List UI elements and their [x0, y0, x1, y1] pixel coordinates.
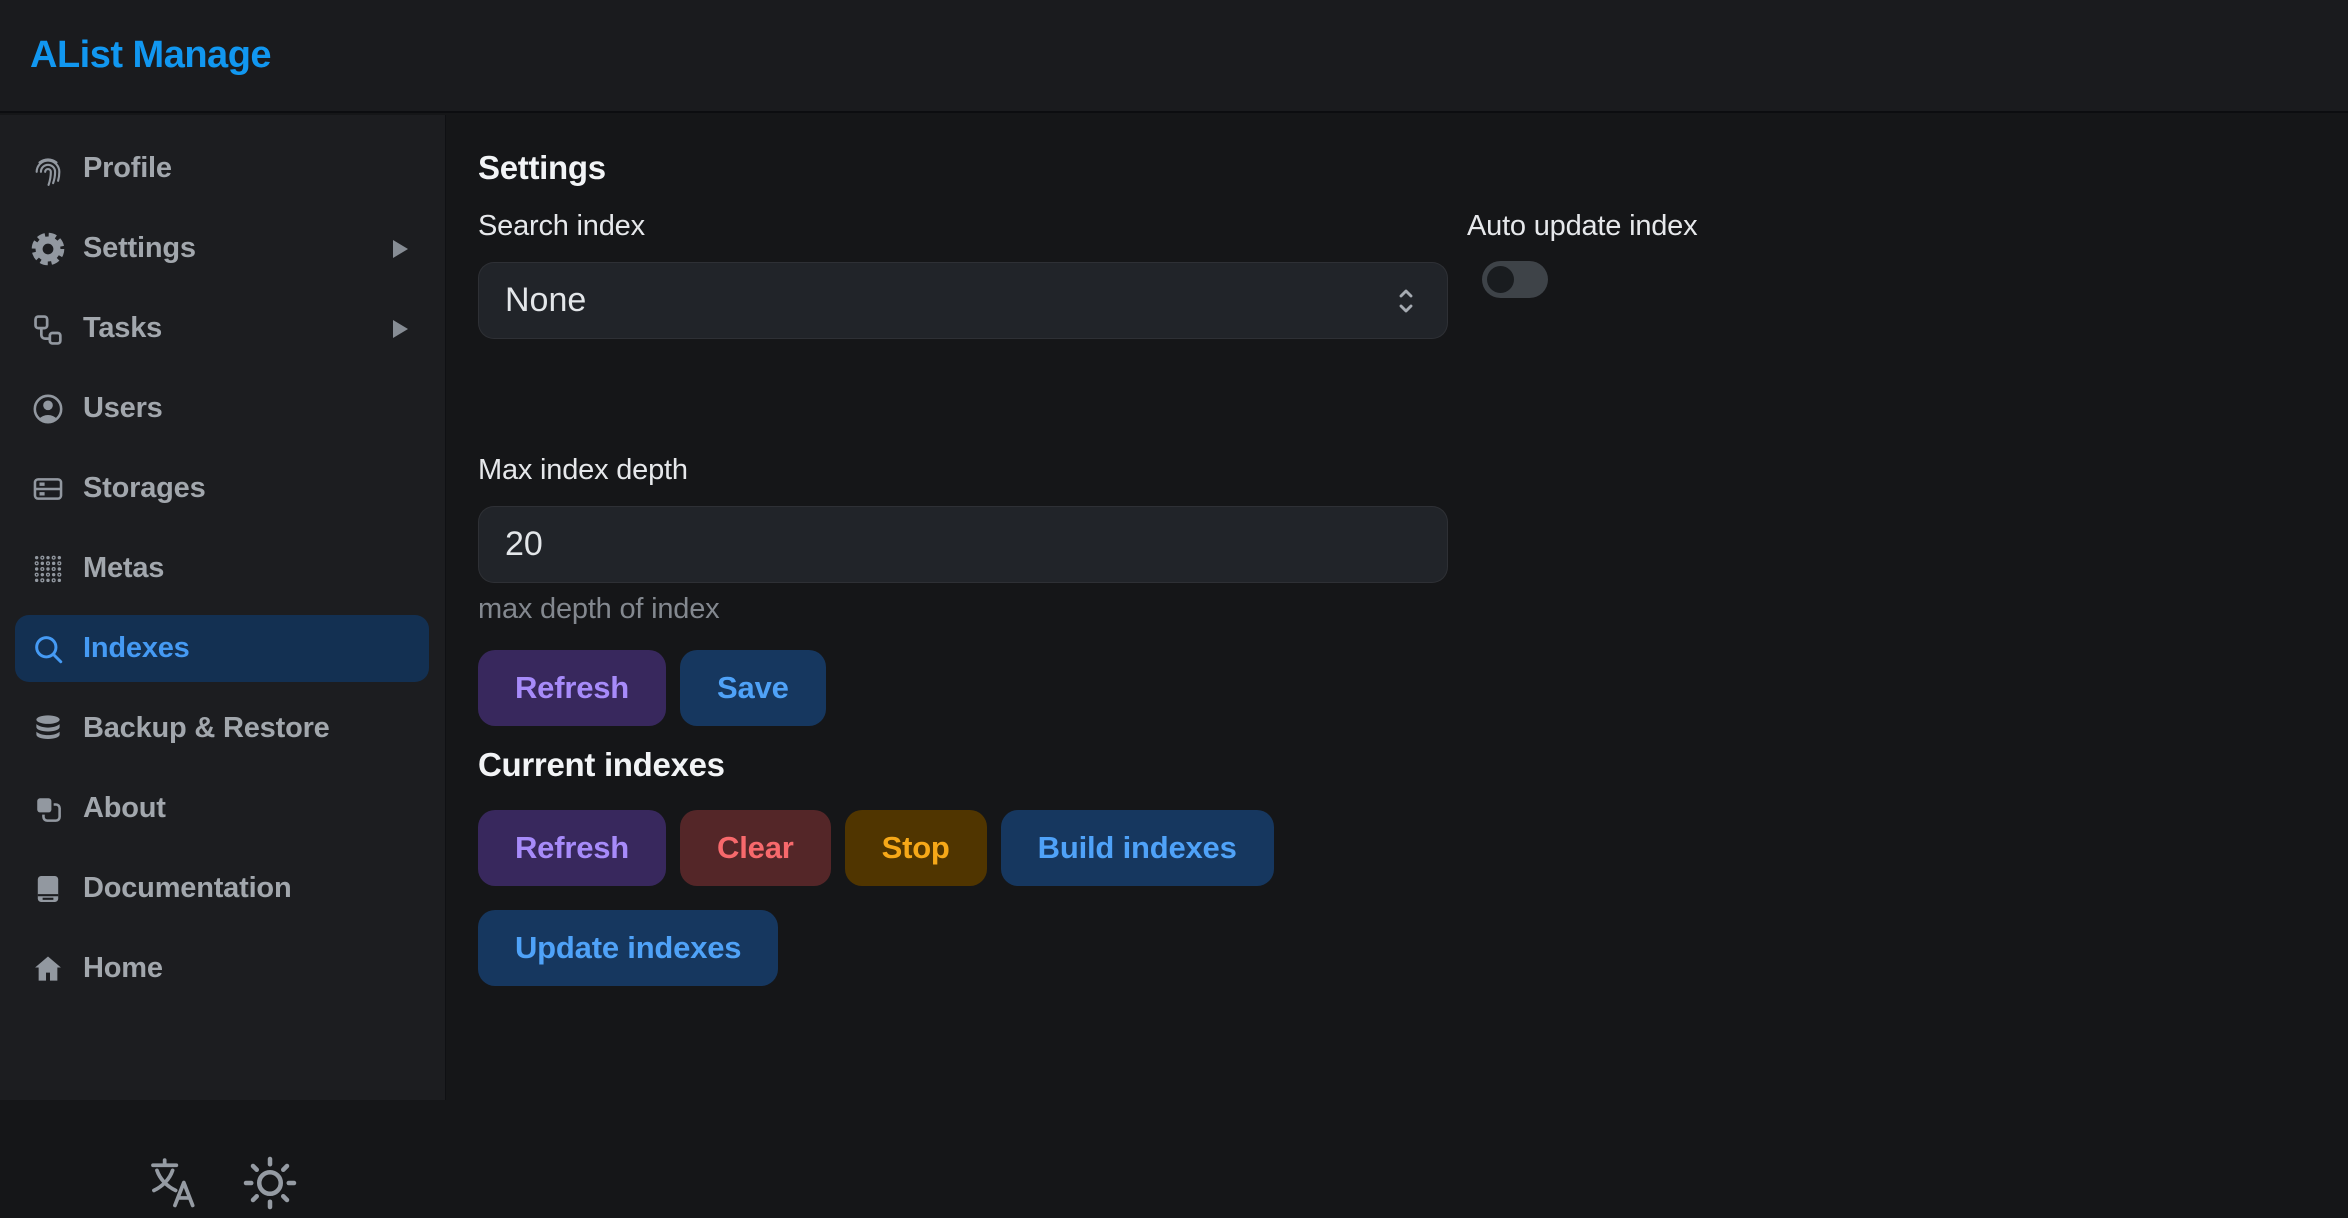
select-updown-icon	[1391, 281, 1421, 321]
search-index-value: None	[505, 281, 1391, 320]
max-index-depth-label: Max index depth	[478, 454, 688, 487]
sidebar-item-profile[interactable]: Profile	[15, 135, 429, 202]
home-icon	[31, 952, 65, 986]
chevron-right-icon	[393, 240, 408, 258]
max-index-depth-input[interactable]	[478, 506, 1448, 583]
clear-button[interactable]: Clear	[680, 810, 831, 886]
sidebar-item-indexes[interactable]: Indexes	[15, 615, 429, 682]
sidebar-item-backup-restore[interactable]: Backup & Restore	[15, 695, 429, 762]
refresh-settings-button[interactable]: Refresh	[478, 650, 666, 726]
database-icon	[31, 712, 65, 746]
user-circle-icon	[31, 392, 65, 426]
sidebar-item-users[interactable]: Users	[15, 375, 429, 442]
dot-grid-icon	[31, 552, 65, 586]
sidebar-item-about[interactable]: About	[15, 775, 429, 842]
sidebar-item-documentation[interactable]: Documentation	[15, 855, 429, 922]
save-button[interactable]: Save	[680, 650, 826, 726]
sun-icon[interactable]	[240, 1153, 300, 1213]
sidebar-item-label: Backup & Restore	[83, 712, 330, 745]
sidebar-item-label: Users	[83, 392, 163, 425]
refresh-indexes-button[interactable]: Refresh	[478, 810, 666, 886]
gear-icon	[31, 232, 65, 266]
copy-icon	[31, 792, 65, 826]
sidebar-nav: Profile Settings Tasks	[0, 115, 445, 1002]
sidebar: Profile Settings Tasks	[0, 115, 446, 1100]
app-title: AList Manage	[30, 0, 271, 111]
translate-icon[interactable]	[146, 1155, 202, 1211]
current-indexes-heading: Current indexes	[478, 746, 725, 784]
sidebar-item-settings[interactable]: Settings	[15, 215, 429, 282]
sidebar-item-label: Indexes	[83, 632, 190, 665]
magnifier-icon	[31, 632, 65, 666]
max-index-depth-helper: max depth of index	[478, 593, 719, 626]
fingerprint-icon	[31, 152, 65, 186]
search-index-label: Search index	[478, 210, 645, 243]
build-indexes-button[interactable]: Build indexes	[1001, 810, 1274, 886]
update-indexes-button[interactable]: Update indexes	[478, 910, 778, 986]
toggle-knob	[1487, 266, 1514, 293]
sidebar-item-label: Metas	[83, 552, 164, 585]
sidebar-item-label: Storages	[83, 472, 206, 505]
server-icon	[31, 472, 65, 506]
sidebar-item-storages[interactable]: Storages	[15, 455, 429, 522]
chevron-right-icon	[393, 320, 408, 338]
sidebar-item-label: About	[83, 792, 166, 825]
auto-update-index-label: Auto update index	[1467, 210, 1697, 243]
main-content: Settings Search index None Auto update i…	[447, 115, 2348, 1100]
current-indexes-actions-row: Refresh Clear Stop Build indexes	[478, 810, 1274, 886]
sidebar-item-label: Home	[83, 952, 163, 985]
sidebar-item-tasks[interactable]: Tasks	[15, 295, 429, 362]
sidebar-item-label: Tasks	[83, 312, 162, 345]
stop-button[interactable]: Stop	[845, 810, 987, 886]
book-icon	[31, 872, 65, 906]
app-header: AList Manage	[0, 0, 2348, 113]
settings-actions-row: Refresh Save	[478, 650, 826, 726]
tasks-flow-icon	[31, 312, 65, 346]
update-indexes-row: Update indexes	[478, 910, 778, 986]
sidebar-item-label: Documentation	[83, 872, 291, 905]
sidebar-item-home[interactable]: Home	[15, 935, 429, 1002]
sidebar-item-label: Profile	[83, 152, 172, 185]
search-index-select[interactable]: None	[478, 262, 1448, 339]
settings-heading: Settings	[478, 149, 606, 187]
sidebar-item-label: Settings	[83, 232, 196, 265]
sidebar-item-metas[interactable]: Metas	[15, 535, 429, 602]
auto-update-toggle[interactable]	[1482, 261, 1548, 298]
